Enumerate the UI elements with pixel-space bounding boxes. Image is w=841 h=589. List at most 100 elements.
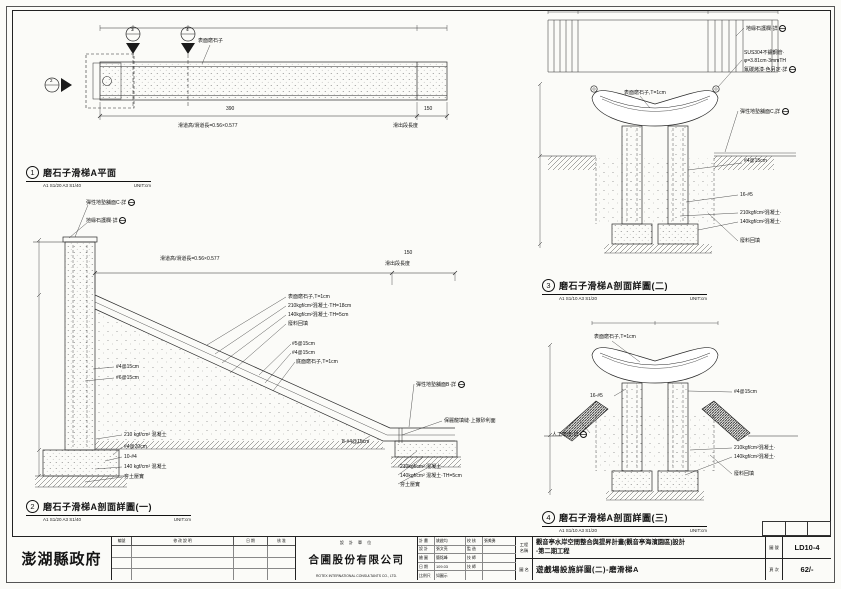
sheet-outer-border [6,6,835,583]
wall-footing [35,449,127,488]
rev-header-no: 編號 [112,537,132,545]
annotation-waste-fill: 廢料回填 [288,321,309,327]
annotation-sus-pipe-2: φ=3.81cm·3mmTH [744,58,786,64]
revision-row [112,557,295,570]
annotation-curb-rail: 地緣石護欄·詳 [86,217,127,224]
annotation-sus-pipe-1: SUS304不鏽鋼管· [744,50,785,56]
annotation-curb-rail: 地緣石護欄·詳 [746,25,787,32]
annotation-rebar-4: #4@15cm [734,389,757,395]
annotation-elastic-mat-c: 彈性地墊舖面C·詳 [86,199,135,206]
detail-ref-icon [788,66,796,73]
annotation-footing-rebar-2: 10-#4 [124,454,137,460]
annotation-rebar-16-5: 16-#5 [740,192,753,198]
title-block: 澎湖縣政府 編號 修 改 說 明 日 期 核 准 設 計 單 位 合圃股份有限公… [12,536,831,581]
foundations [604,223,712,254]
annotation-foam-joint: 保麗龍填縫·上撒砂利面 [444,418,496,424]
annotation-concrete-210: 210kgf/cm²混凝土· [734,445,776,451]
project-name: 觀音亭水岸空間整合與提昇計畫(觀音亭海濱園區)設計 -第二期工程 [536,539,686,555]
dimension-lines [36,237,458,479]
drawing-name: 遊戲場設施詳圖(二)-磨滑梯A [536,565,639,574]
annotation-rebar-4: #4@15cm [744,158,767,164]
plan-view-linework [44,25,450,120]
section-two-linework [537,10,796,254]
dimension-exit: 150 [404,250,413,256]
annotation-concrete-210: 210kgf/cm²混凝土· [740,210,782,216]
annotation-concrete-140: 140kgf/cm²混凝土· [734,454,776,460]
title-number-circle: 4 [542,511,555,524]
design-firm-name-en: ROTEX INTERNATIONAL CONSULTANTS CO., LTD… [315,573,397,578]
rev-header-desc: 修 改 說 明 [132,537,234,545]
design-firm-name: 合圃股份有限公司 [308,554,405,566]
annotation-slope-ratio: 滑道高/滑道長=0.56×0.577 [178,123,238,129]
title-text: 磨石子滑梯A剖面詳圖(二) [559,281,668,291]
annotation-end-rebar: 8-#4@15cm [342,439,370,445]
annotation-end-concrete-210: 210kgf/cm² 混凝土· [400,464,443,470]
dimension-exit-length: 150 [424,106,433,112]
project-cell: 工程名稱 觀音亭水岸空間整合與提昇計畫(觀音亭海濱園區)設計 -第二期工程 圖 … [516,537,766,580]
title-number-circle: 2 [26,500,39,513]
excavation-fill [595,158,715,224]
design-firm-label: 設 計 單 位 [339,539,374,545]
exit-footing [391,428,461,468]
turf-berms [544,400,798,442]
annotation-wall-rebar-4: #4@15cm [116,364,139,370]
section-marker-4: 4 [186,27,189,32]
annotation-exit-length: 滑出段長度 [385,261,411,267]
detail-ref-icon [119,217,127,224]
detail-ref-icon [781,108,789,115]
annotation-surface-terrazzo: 表面磨石子,T=1cm [288,294,330,300]
design-firm-cell: 設 計 單 位 合圃股份有限公司 ROTEX INTERNATIONAL CON… [296,537,418,580]
annotation-concrete-140: 140kgf/cm²混凝土· [740,219,782,225]
annotation-compacted-soil: 夯土壓實 [124,474,145,480]
annotation-wall-rebar-6: #6@15cm [116,375,139,381]
stem-walls [621,125,689,225]
channel-cross-section [590,85,720,127]
revision-row [112,569,295,581]
dimension-main-length: 390 [226,106,235,112]
annotation-footing-rebar: #4@20cm [124,444,147,450]
annotation-rebar-5: #5@15cm [292,341,315,347]
detail-ref-icon [779,25,787,32]
revision-row [112,546,295,558]
annotation-rebar-4: #4@15cm [292,350,315,356]
annotation-elastic-mat-b: 彈性地墊舖面B·詳 [416,381,465,388]
title-number-circle: 3 [542,279,555,292]
upper-structure [547,10,779,73]
retaining-wall [33,236,98,451]
drawing-name-label: 圖 名 [516,559,533,580]
sheet-no-label: 圖 號 [766,537,783,558]
annotation-end-concrete-140: 140kgf/cm² 混凝土·TH=5cm [400,473,462,479]
annotation-footing-concrete: 140 kgf/cm² 混凝土 [124,464,167,470]
section-markers [44,26,196,108]
annotation-exit-length: 滑出段長度 [393,123,419,129]
slide-slope-slab [94,294,455,450]
leader-lines [68,204,443,485]
title-scale: A1 S1/10 A3 S1/20 [559,295,598,301]
approval-box [762,521,831,536]
annotation-end-compacted-soil: 夯土壓實 [400,482,421,488]
title-text: 磨石子滑梯A剖面詳圖(一) [43,502,152,512]
annotation-sus-pipe-3: 氟碳烤漆·色另定·詳 [744,66,796,73]
section-marker-2: 2 [50,78,53,83]
rev-header-approve: 核 准 [277,538,286,543]
title-text: 磨石子滑梯A剖面詳圖(三) [559,513,668,523]
annotation-surface-terrazzo: 表面磨石子 [198,38,224,44]
sheet-number-cell: 圖 號 LD10-4 頁 次 62/- [766,537,831,580]
annotation-slope-ratio: 滑道高/滑道長=0.56×0.577 [160,256,220,262]
annotation-surface-terrazzo: 表面磨石子,T=1cm [594,334,636,340]
left-dimension [547,342,553,495]
title-scale: A1 S1/10 A3 S1/20 [559,527,598,533]
sheet-no-value: LD10-4 [794,543,820,552]
ground-lines [537,81,796,248]
annotation-waste-fill: 廢料回填 [734,471,755,477]
leader-lines [639,27,745,242]
revision-table: 編號 修 改 說 明 日 期 核 准 [112,537,296,581]
annotation-waste-fill: 廢料回填 [740,238,761,244]
detail-ref-icon [457,381,465,388]
annotation-concrete-210: 210kgf/cm²混凝土·TH=18cm [288,303,352,309]
